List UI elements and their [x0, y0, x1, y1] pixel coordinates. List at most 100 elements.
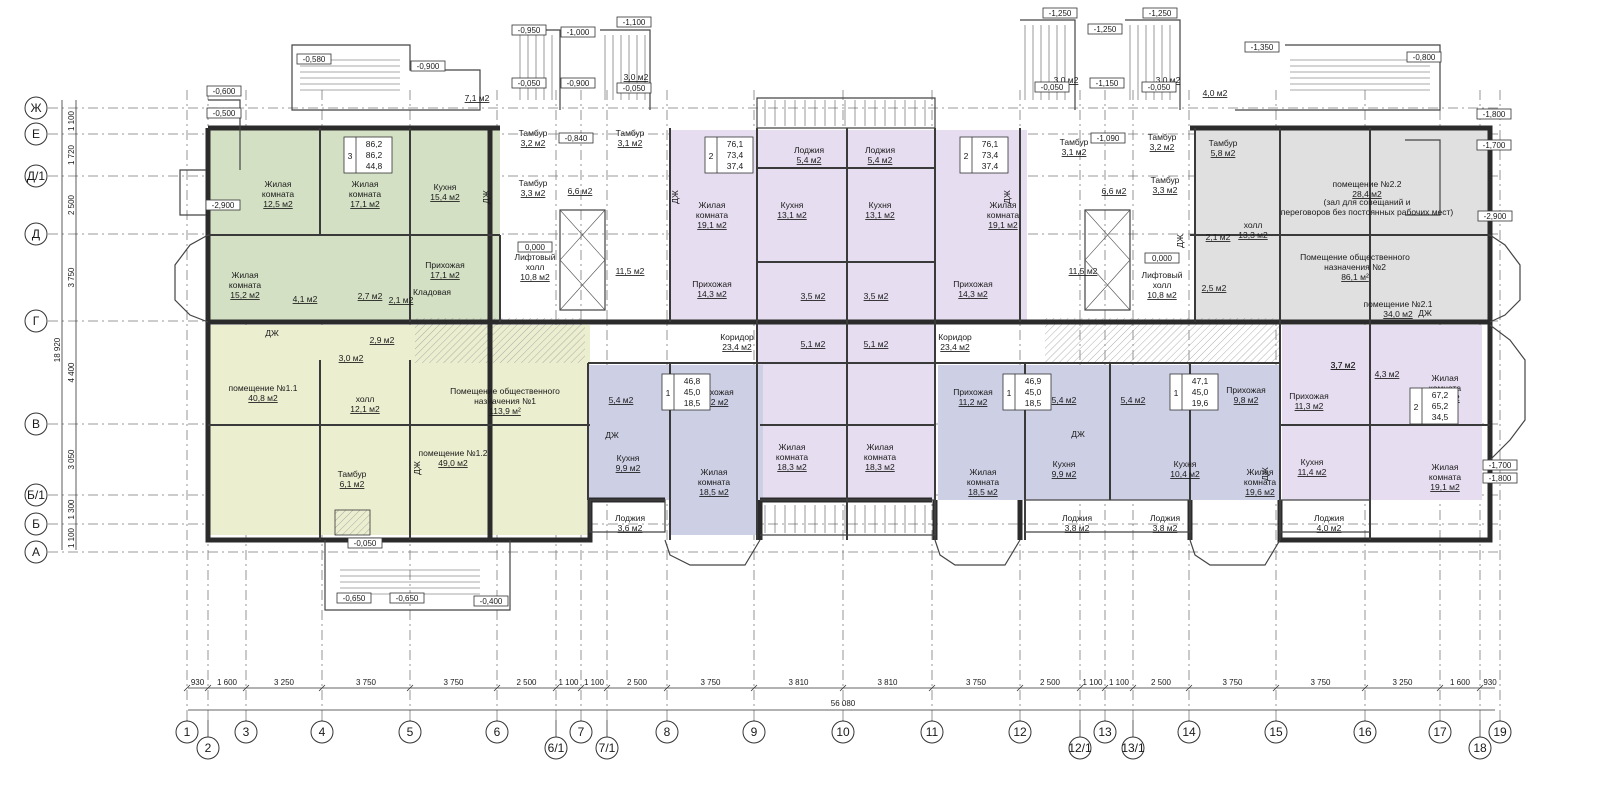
room-18-area: 6,6 м2: [568, 186, 593, 196]
axis-label-18: 18: [1473, 741, 1487, 755]
dim-bottom-21: 930: [1483, 678, 1497, 687]
room-45-area: 11,2 м2: [959, 397, 988, 407]
room-78-label-0: Лоджия: [1314, 513, 1345, 523]
apartment-area-1-0: 76,1: [727, 139, 744, 149]
dim-bottom-20: 1 600: [1450, 678, 1471, 687]
axis-label-4: 4: [319, 725, 326, 739]
elevation-mark-27: -0,650: [336, 592, 372, 604]
room-65-area: 13,3 м2: [1238, 230, 1268, 240]
apartment-summary-box-2: [959, 136, 1009, 174]
axis-bubble-6: [485, 720, 509, 744]
dzh-mark-6: ДЖ: [605, 430, 619, 440]
room-42-label-0: Кухня: [617, 453, 640, 463]
dim-left-5: 3 050: [67, 449, 76, 470]
dim-bottom-15: 1 100: [1109, 678, 1130, 687]
dim-tick-2: [242, 684, 250, 692]
apartment-summary-box-0: [343, 136, 393, 174]
room-44-label-0: Лоджия: [615, 513, 646, 523]
elevation-value-25: -1,800: [1489, 474, 1512, 483]
room-11-area: 40,8 м2: [248, 393, 278, 403]
axis-bubble-17: [1428, 720, 1452, 744]
elevation-box-7: [205, 199, 241, 211]
room-76-area: 11,4 м2: [1298, 467, 1327, 477]
room-36-area: 23,4 м2: [722, 342, 752, 352]
room-14: помещение №1.249,0 м2: [419, 448, 488, 468]
apartment-summary-box-4: [1002, 373, 1052, 411]
elevation-box-13: [1087, 23, 1123, 35]
room-55-label-0: Тамбур: [1060, 137, 1089, 147]
elevation-value-0: -0,580: [303, 55, 326, 64]
room-28-area: 13,1 м2: [777, 210, 807, 220]
room-48: 5,4 м2: [1121, 395, 1146, 405]
apartment-area-3-0: 46,8: [684, 376, 701, 386]
room-47: 5,4 м2: [1052, 395, 1077, 405]
axis-bubble-h8: [24, 540, 48, 564]
axis-bubble-6-1: [544, 736, 568, 760]
room-3-label-0: Жилая: [232, 270, 259, 280]
elevation-box-2: [511, 24, 547, 36]
axis-bubble-10: [831, 720, 855, 744]
room-37-area: 23,4 м2: [940, 342, 970, 352]
axis-bubble-5: [398, 720, 422, 744]
elevation-value-8: -0,050: [518, 79, 541, 88]
axis-label-h4: Г: [33, 314, 40, 328]
elevation-mark-22: -1,700: [1476, 139, 1512, 151]
room-71-area: 34,0 м2: [1383, 309, 1413, 319]
elevation-mark-12: -1,250: [1042, 7, 1078, 19]
elevation-value-16: -1,090: [1097, 134, 1120, 143]
room-52-label-0: Лоджия: [1150, 513, 1181, 523]
room-14-area: 49,0 м2: [438, 458, 468, 468]
elevation-value-23: -2,900: [1484, 212, 1507, 221]
axis-bubble-11: [920, 720, 944, 744]
room-58: 6,6 м2: [1102, 186, 1127, 196]
axis-bubble-12: [1008, 720, 1032, 744]
elevation-value-6: -0,500: [213, 109, 236, 118]
elevation-mark-5: -0,600: [206, 85, 242, 97]
apartment-area-0-2: 44,8: [366, 161, 383, 171]
room-23-area: 3,0 м2: [624, 72, 649, 82]
room-58-area: 6,6 м2: [1102, 186, 1127, 196]
room-21-area: 11,5 м2: [616, 266, 645, 276]
axis-label-h2: Д/1: [27, 169, 45, 183]
axis-bubble-12-1: [1068, 736, 1092, 760]
dim-tick-7: [577, 684, 585, 692]
room-64-label-0: Тамбур: [1209, 138, 1238, 148]
elevation-value-13: -1,250: [1094, 25, 1117, 34]
room-45-label-0: Прихожая: [953, 387, 993, 397]
axis-label-h5: В: [32, 417, 40, 431]
axis-bubble-3: [234, 720, 258, 744]
elevation-box-21: [1476, 108, 1512, 120]
room-50-label-0: Кухня: [1174, 459, 1197, 469]
axis-label-h0: Ж: [30, 101, 41, 115]
apartment-area-3-2: 18,5: [684, 398, 701, 408]
room-62-area: 3,0 м2: [1156, 75, 1181, 85]
elevation-mark-16: -1,090: [1090, 132, 1126, 144]
apartment-summary-box-6: [1409, 387, 1459, 425]
apartment-area-3-1: 45,0: [684, 387, 701, 397]
dim-bottom-18: 3 750: [1310, 678, 1331, 687]
room-11-label-0: помещение №1.1: [229, 383, 298, 393]
room-16-area: 3,2 м2: [521, 138, 546, 148]
dim-tick-16: [1129, 684, 1137, 692]
dim-left-7: 1 100: [67, 527, 76, 548]
axis-label-13: 13: [1098, 725, 1112, 739]
room-34-label-1: комната: [987, 210, 1019, 220]
room-40-area: 5,4 м2: [609, 395, 634, 405]
axis-label-2: 2: [205, 741, 212, 755]
room-27-area: 5,4 м2: [868, 155, 893, 165]
